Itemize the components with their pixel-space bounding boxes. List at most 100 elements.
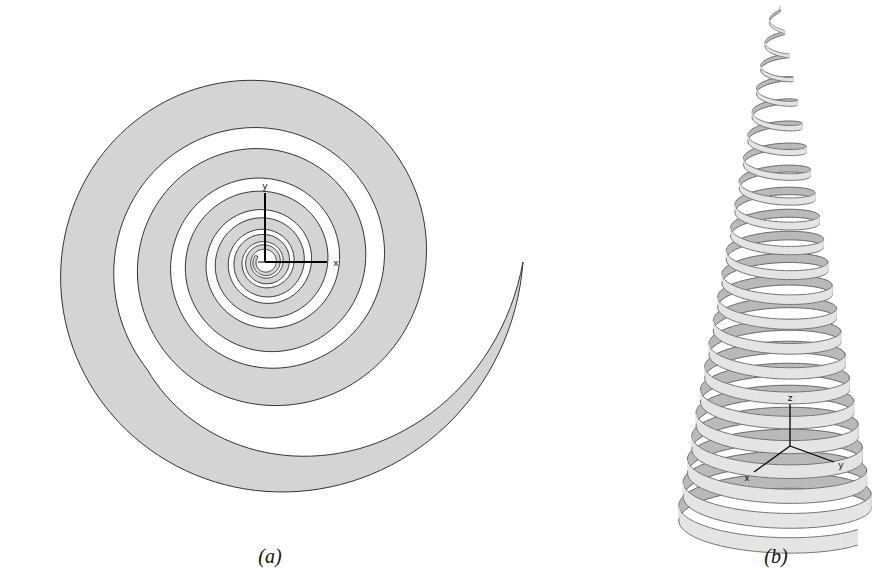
ribbon-edge (712, 467, 720, 470)
ribbon-edge (761, 241, 767, 243)
ribbon-segment (770, 79, 772, 84)
ribbon-segment (790, 77, 791, 81)
ribbon-segment (704, 424, 709, 440)
ribbon-edge (780, 11, 781, 12)
ribbon-segment (736, 218, 739, 228)
ribbon-segment (736, 484, 747, 500)
ribbon-edge (766, 79, 768, 81)
ribbon-segment (759, 104, 761, 110)
ribbon-edge (752, 155, 755, 156)
ribbon-edge (743, 223, 747, 225)
ribbon-segment (714, 504, 724, 521)
ribbon-edge (779, 165, 784, 166)
ribbon-edge (744, 236, 749, 238)
ribbon-edge (817, 511, 828, 512)
ribbon-edge (740, 196, 743, 198)
ribbon-edge (708, 491, 716, 494)
ribbon-segment (692, 495, 698, 513)
ribbon-segment (840, 532, 849, 549)
ribbon-segment (759, 439, 769, 453)
ribbon-edge (817, 310, 823, 311)
ribbon-segment (737, 198, 739, 207)
ribbon-edge (789, 187, 794, 188)
ribbon-edge (693, 454, 696, 457)
ribbon-edge (683, 498, 684, 502)
ribbon-segment (683, 480, 684, 498)
ribbon-edge (766, 144, 770, 146)
ribbon-edge (835, 498, 844, 500)
ribbon-edge (704, 497, 713, 500)
ribbon-edge (790, 428, 800, 429)
ribbon-edge (792, 385, 802, 386)
ribbon-edge (743, 180, 746, 182)
ribbon-edge (806, 263, 811, 265)
ribbon-segment (800, 254, 806, 264)
ribbon-segment (793, 77, 794, 81)
ribbon-edge (692, 495, 698, 498)
ribbon-edge (687, 471, 688, 475)
ribbon-segment (811, 255, 816, 265)
ribbon-edge (845, 427, 850, 429)
ribbon-edge (769, 488, 781, 490)
ribbon-segment (774, 166, 779, 173)
ribbon-segment (774, 188, 779, 196)
ribbon-edge (770, 439, 781, 441)
ribbon-edge (697, 417, 700, 420)
ribbon-segment (705, 501, 713, 519)
ribbon-edge (791, 363, 800, 364)
spiral-strip (61, 80, 523, 492)
ribbon-edge (715, 313, 717, 316)
ribbon-segment (712, 453, 720, 469)
ribbon-edge (804, 488, 815, 490)
ribbon-edge (843, 482, 850, 484)
ribbon-edge (769, 512, 781, 514)
ribbon-segment (819, 278, 823, 289)
ribbon-segment (770, 416, 780, 429)
ribbon-edge (827, 280, 830, 281)
ribbon-segment (758, 488, 770, 503)
ribbon-edge (823, 355, 829, 356)
ribbon-segment (691, 434, 692, 451)
ribbon-edge (781, 35, 783, 36)
ribbon-edge (802, 285, 808, 287)
ribbon-segment (778, 143, 782, 150)
ribbon-edge (821, 438, 830, 439)
ribbon-edge (738, 460, 748, 462)
ribbon-segment (749, 438, 759, 452)
ribbon-edge (774, 194, 779, 195)
ribbon-segment (820, 257, 823, 267)
ribbon-segment (784, 187, 789, 194)
ribbon-edge (800, 428, 809, 430)
ribbon-edge (786, 143, 790, 144)
ribbon-segment (733, 220, 735, 230)
ribbon-segment (849, 405, 852, 420)
ribbon-edge (846, 373, 848, 375)
ribbon-edge (717, 321, 720, 324)
ribbon-edge (774, 143, 778, 144)
ribbon-edge (804, 308, 811, 310)
ribbon-segment (792, 231, 798, 240)
ribbon-edge (737, 357, 745, 359)
ribbon-edge (798, 194, 802, 195)
ribbon-edge (719, 456, 728, 458)
ribbon-edge (837, 434, 844, 436)
ribbon-edge (726, 326, 732, 328)
ribbon-edge (768, 209, 774, 211)
ribbon-segment (750, 150, 753, 158)
ribbon-edge (825, 486, 834, 487)
ribbon-segment (725, 408, 733, 423)
ribbon-edge (797, 143, 800, 144)
ribbon-edge (794, 262, 800, 263)
ribbon-segment (755, 126, 758, 133)
ribbon-edge (770, 144, 774, 146)
ribbon-edge (772, 105, 775, 107)
ribbon-segment (745, 510, 757, 526)
ribbon-edge (755, 233, 761, 234)
ribbon-segment (697, 417, 700, 433)
ribbon-edge (813, 463, 823, 465)
ribbon-edge (832, 380, 838, 382)
ribbon-edge (771, 122, 775, 124)
ribbon-edge (719, 290, 721, 292)
ribbon-edge (761, 407, 772, 409)
ribbon-edge (835, 484, 844, 486)
